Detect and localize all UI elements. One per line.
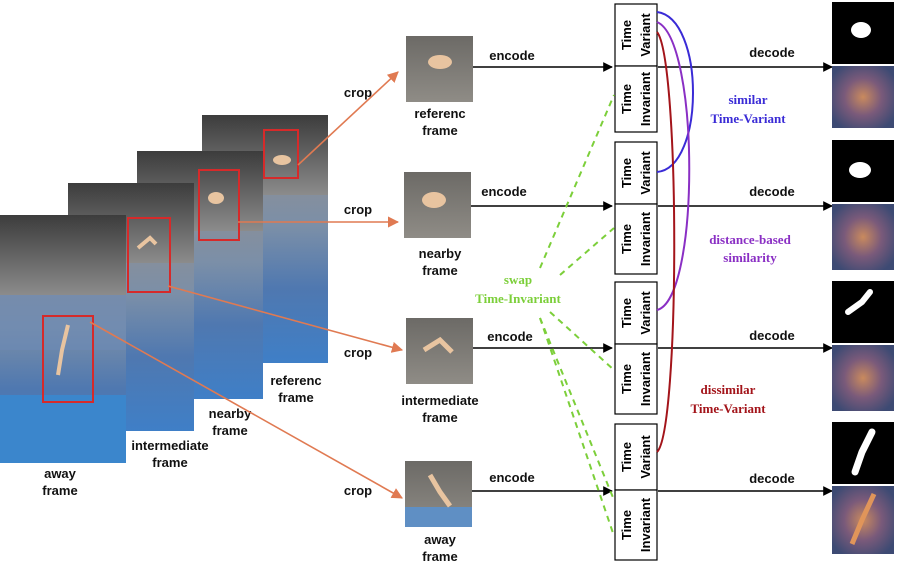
decode-label-3: decode [749, 328, 795, 343]
encode-label-2: encode [481, 184, 527, 199]
slot-invariant-3-invariant: Invariant [638, 351, 653, 406]
slot-invariant-2-invariant: Invariant [638, 211, 653, 266]
crop-thumb-nearby [404, 172, 471, 238]
dissimilar-annotation-2: Time-Variant [690, 401, 766, 416]
swap-annotation-2: Time-Invariant [475, 291, 561, 306]
dissimilar-annotation-1: dissimilar [701, 382, 756, 397]
decoded-mask-3 [832, 281, 894, 343]
frame-stack [0, 115, 328, 463]
slot-invariant-4 [614, 489, 658, 561]
away-frame-label-2: frame [42, 483, 77, 498]
crop-away-label-2: frame [422, 549, 457, 564]
crop-nearby-label-1: nearby [419, 246, 462, 261]
crop-nearby-label-2: frame [422, 263, 457, 278]
slot-invariant-2 [614, 203, 658, 275]
slot-invariant-1 [614, 65, 658, 133]
decoded-mask-2 [832, 140, 894, 202]
slot-invariant-3-time: Time [619, 364, 634, 394]
crop-label-1: crop [344, 85, 372, 100]
slot-variant-3-variant: Variant [638, 291, 653, 335]
slot-variant-4 [614, 423, 658, 491]
decode-label-1: decode [749, 45, 795, 60]
decoded-mask-4 [832, 422, 894, 484]
slot-invariant-4-invariant: Invariant [638, 497, 653, 552]
slot-variant-4-variant: Variant [638, 435, 653, 479]
crop-thumb-intermediate [406, 318, 473, 384]
slot-labels: Time Variant Time Invariant Time Variant… [619, 13, 653, 552]
decode-label-4: decode [749, 471, 795, 486]
crop-label-2: crop [344, 202, 372, 217]
slot-invariant-1-invariant: Invariant [638, 71, 653, 126]
decoded-outputs [832, 2, 894, 554]
slot-variant-1-time: Time [619, 20, 634, 50]
encode-label-3: encode [487, 329, 533, 344]
crop-label-3: crop [344, 345, 372, 360]
intermediate-frame-label-2: frame [152, 455, 187, 470]
swap-annotation-1: swap [504, 272, 532, 287]
nearby-frame-label-2: frame [212, 423, 247, 438]
encode-arrows [471, 62, 613, 496]
slot-variant-2-time: Time [619, 158, 634, 188]
decoded-mask-1 [832, 2, 894, 64]
similarity-curves [656, 11, 694, 453]
reference-frame-label-1: referenc [270, 373, 321, 388]
distance-annotation-1: distance-based [709, 232, 791, 247]
decoded-recon-3 [832, 345, 894, 411]
latent-slots [614, 3, 658, 561]
distance-annotation-2: similarity [723, 250, 777, 265]
dissimilar-curve [656, 31, 676, 453]
reference-bbox [263, 129, 299, 179]
decoded-recon-1 [832, 66, 894, 128]
crop-arrows [89, 71, 404, 499]
slot-variant-1-variant: Variant [638, 13, 653, 57]
decoded-recon-2 [832, 204, 894, 270]
slot-variant-2 [614, 141, 658, 205]
nearby-frame-label-1: nearby [209, 406, 252, 421]
crop-thumb-reference [406, 36, 473, 102]
crop-intermediate-label-1: intermediate [401, 393, 478, 408]
away-frame-label-1: away [44, 466, 77, 481]
slot-invariant-2-time: Time [619, 224, 634, 254]
crop-label-4: crop [344, 483, 372, 498]
slot-invariant-3 [614, 343, 658, 415]
decoded-recon-4 [832, 486, 894, 554]
away-bbox [42, 315, 94, 403]
slot-variant-3 [614, 281, 658, 345]
slot-invariant-4-time: Time [619, 510, 634, 540]
crop-thumb-away [405, 461, 472, 527]
similar-annotation-2: Time-Variant [710, 111, 786, 126]
similar-curve [656, 11, 694, 173]
slot-invariant-1-time: Time [619, 84, 634, 114]
distance-curve [656, 21, 691, 311]
reference-frame-label-2: frame [278, 390, 313, 405]
nearby-bbox [198, 169, 240, 241]
decode-arrows [658, 62, 833, 496]
intermediate-frame-label-1: intermediate [131, 438, 208, 453]
encode-label-4: encode [489, 470, 535, 485]
slot-variant-2-variant: Variant [638, 151, 653, 195]
crop-intermediate-label-2: frame [422, 410, 457, 425]
slot-variant-3-time: Time [619, 298, 634, 328]
crop-reference-label-2: frame [422, 123, 457, 138]
decode-label-2: decode [749, 184, 795, 199]
swap-lines [539, 94, 615, 537]
similar-annotation-1: similar [729, 92, 768, 107]
slot-variant-4-time: Time [619, 442, 634, 472]
away-frame-image [0, 215, 126, 463]
crop-away-label-1: away [424, 532, 457, 547]
slot-variant-1 [614, 3, 658, 67]
crop-reference-label-1: referenc [414, 106, 465, 121]
intermediate-bbox [127, 217, 171, 293]
encode-label-1: encode [489, 48, 535, 63]
